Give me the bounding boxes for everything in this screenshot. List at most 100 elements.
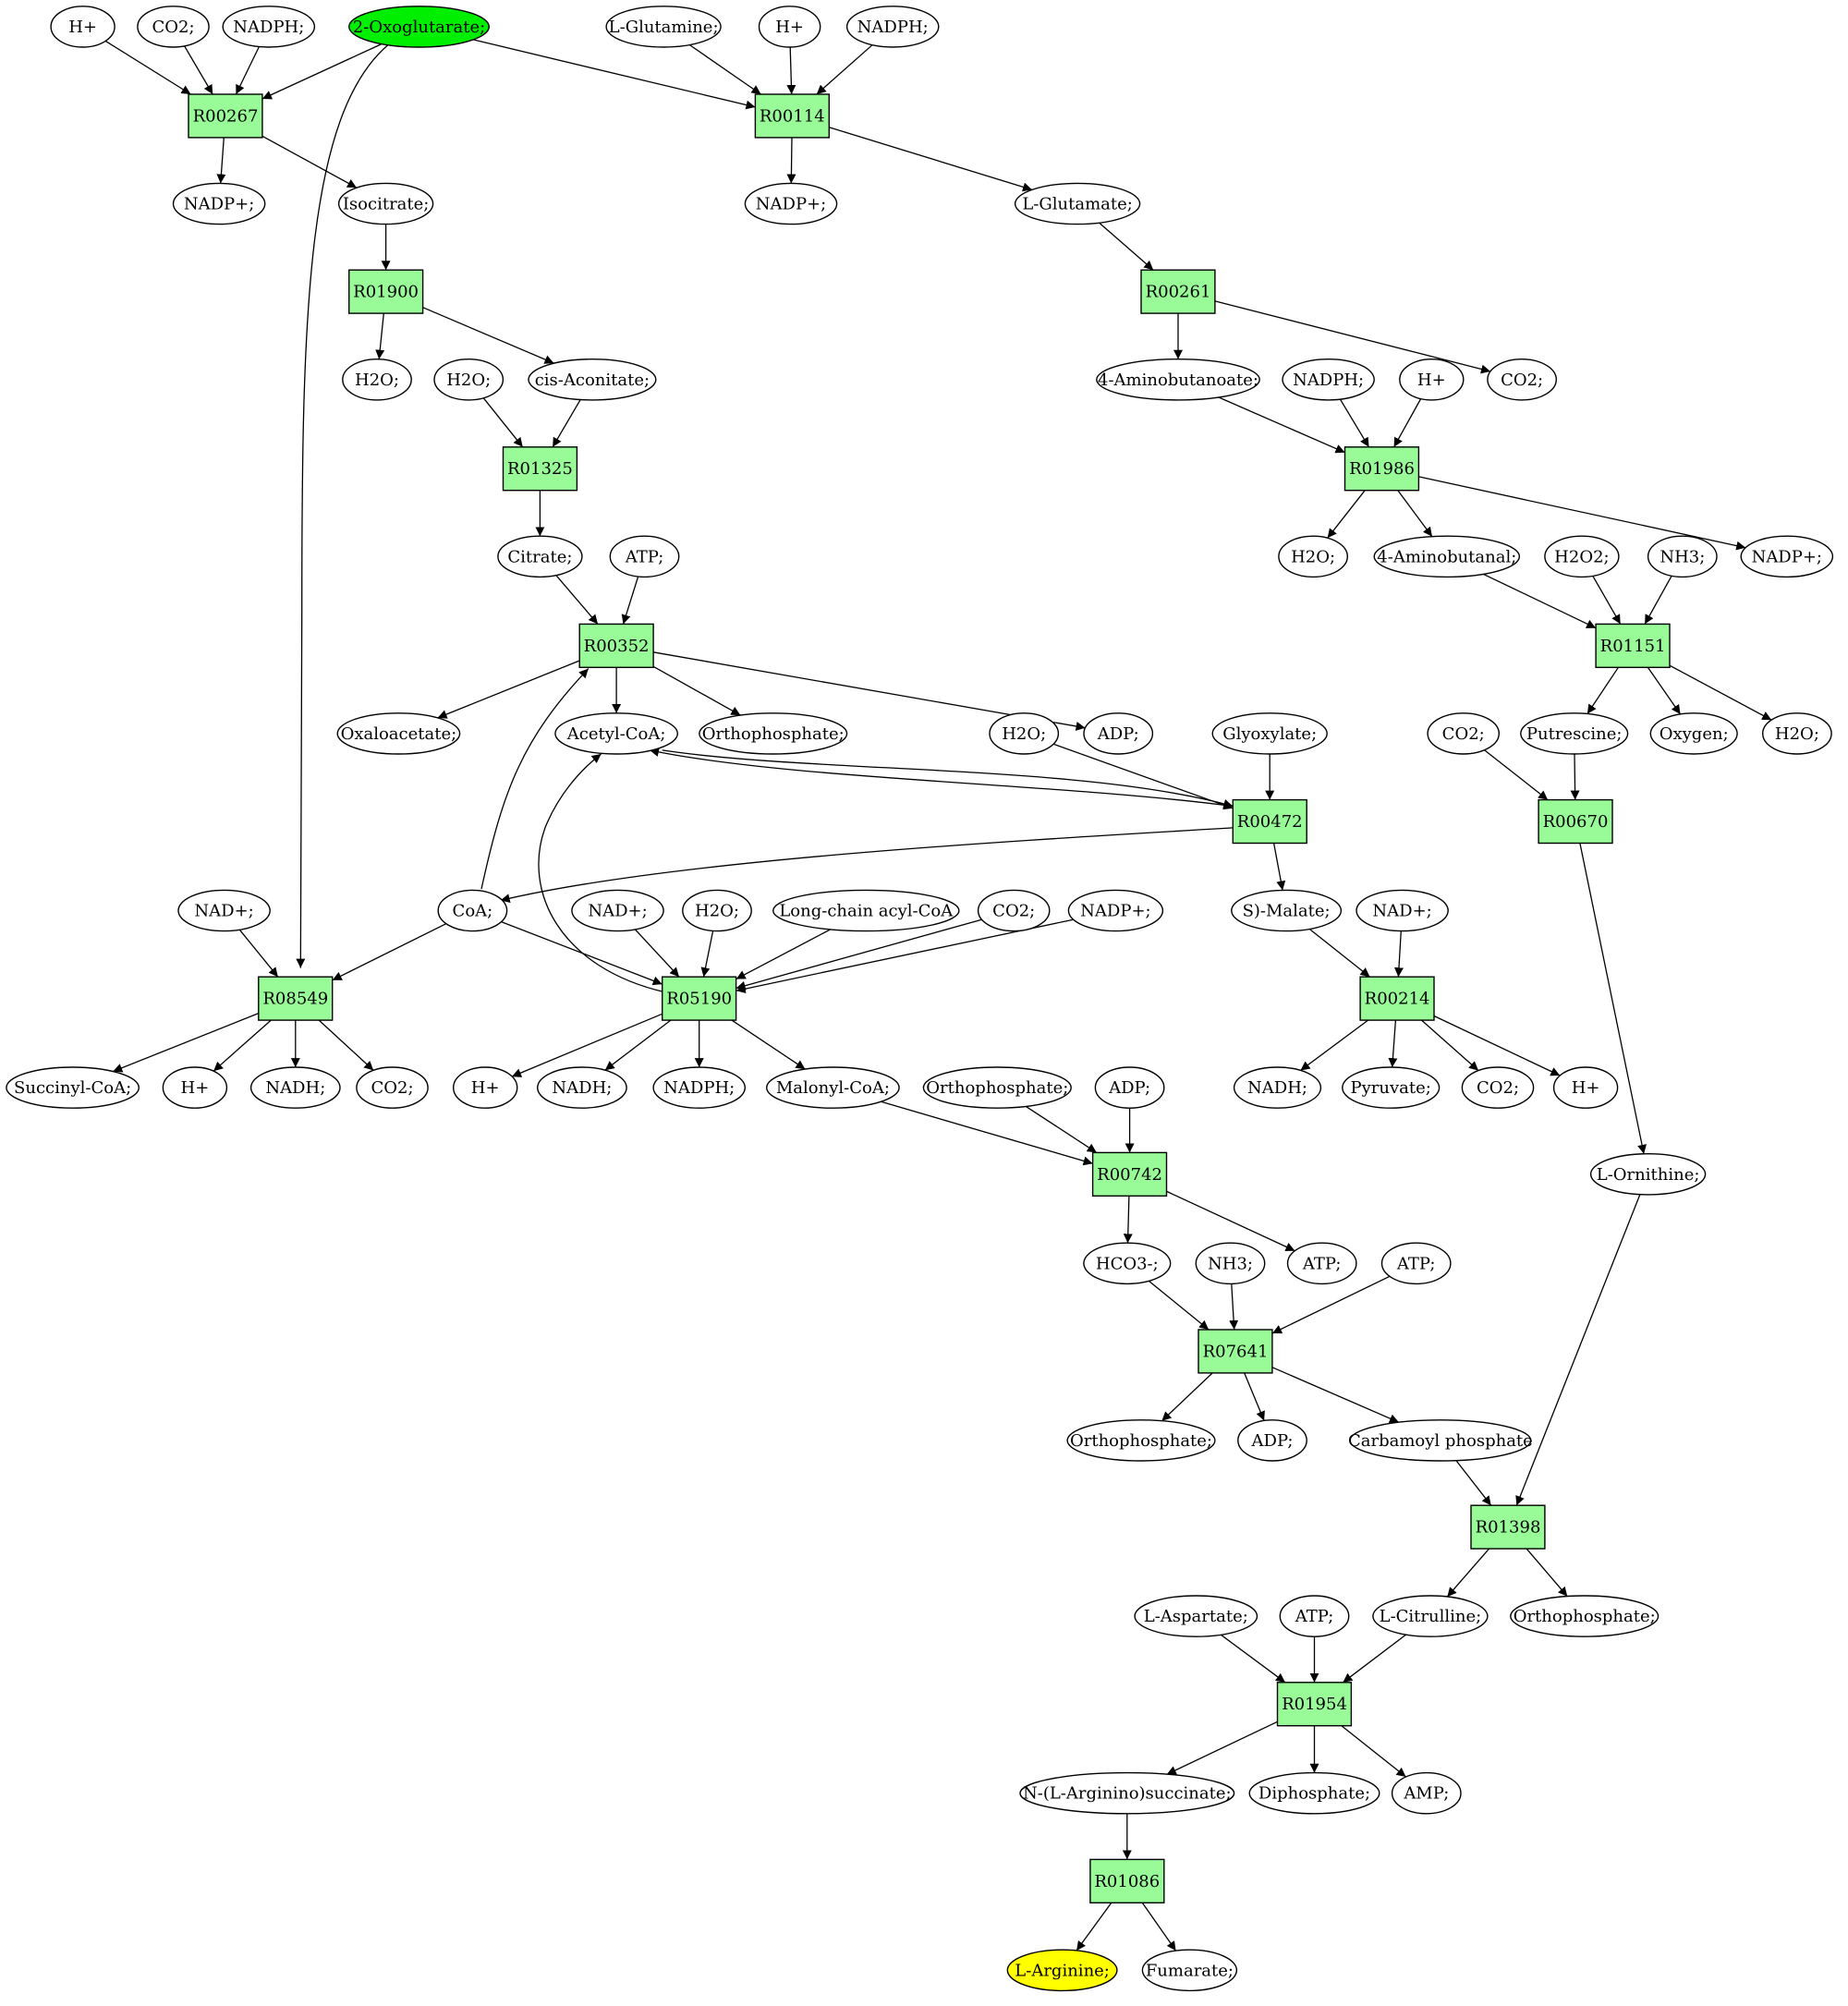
edge-m17-to-r6	[1393, 398, 1422, 448]
compound-ellipse	[1286, 1242, 1357, 1285]
edge-m33-to-r10	[1570, 753, 1580, 800]
compound-ellipse	[1083, 712, 1154, 755]
compound-node-nad: NAD+;	[571, 889, 664, 932]
node-label: Malonyl-CoA;	[776, 1078, 890, 1098]
edge-r15-to-m64	[1161, 1372, 1213, 1422]
node-label: H+	[68, 18, 97, 37]
node-label: Fumarate;	[1146, 1961, 1234, 1980]
edge-r16-to-m70	[1526, 1548, 1568, 1598]
compound-ellipse	[50, 6, 116, 48]
node-label: Orthophosphate;	[1070, 1431, 1212, 1451]
node-label: HCO3-;	[1096, 1254, 1159, 1273]
compound-node-h2o: H2O;	[1762, 712, 1832, 755]
node-label: R01900	[353, 283, 419, 302]
node-label: Pyruvate;	[1351, 1078, 1431, 1098]
node-label: Long-chain acyl-CoA	[779, 902, 954, 921]
edges-layer	[104, 39, 1772, 1951]
edge-m37-to-r7	[480, 668, 590, 890]
edge-r9-to-m37	[500, 827, 1234, 904]
node-label: CO2;	[371, 1078, 413, 1098]
compound-ellipse	[1372, 1595, 1489, 1637]
node-label: Oxaloacetate;	[341, 724, 457, 744]
compound-ellipse	[1094, 1066, 1165, 1109]
reaction-box	[662, 976, 737, 1021]
node-label: CO2;	[1442, 724, 1485, 744]
compound-ellipse	[1195, 1242, 1266, 1285]
edge-r1-to-m9	[261, 135, 358, 188]
compound-node-nad: NAD+;	[177, 889, 271, 932]
node-label: NADH;	[265, 1078, 325, 1098]
compound-ellipse	[437, 889, 508, 932]
edge-m4-to-r1	[261, 43, 383, 100]
edge-m38-to-r12	[634, 929, 680, 978]
edge-m39-to-r12	[700, 930, 714, 978]
compound-node-carbamoyl-phosphate: Carbamoyl phosphate	[1348, 1419, 1533, 1462]
compound-node-fumarate: Fumarate;	[1141, 1949, 1238, 1992]
compound-ellipse	[1740, 535, 1834, 578]
reaction-box	[1343, 446, 1420, 492]
edge-r18-to-m75	[1141, 1902, 1177, 1951]
compound-ellipse	[682, 889, 752, 932]
node-label: L-Glutamine;	[609, 18, 719, 37]
edge-r6-to-m21	[1327, 490, 1366, 539]
edge-r18-to-m74	[1076, 1902, 1112, 1951]
edge-m24-to-r8	[1644, 575, 1672, 625]
node-label: NAD+;	[194, 902, 253, 921]
node-label: NADP+;	[184, 195, 254, 214]
compound-ellipse	[1356, 889, 1449, 932]
node-label: ADP;	[1108, 1078, 1150, 1098]
reaction-node-r00267: R00267	[188, 93, 263, 139]
compound-node-co2: CO2;	[1427, 712, 1500, 755]
node-label: H2O;	[1775, 724, 1819, 744]
node-label: L-Citrulline;	[1380, 1607, 1482, 1626]
compound-node-atp: ATP;	[1380, 1242, 1452, 1285]
node-label: Diphosphate;	[1258, 1784, 1370, 1804]
compound-ellipse	[172, 182, 266, 225]
edge-r8-to-m35	[1669, 664, 1772, 721]
edge-r1-to-m8	[216, 137, 226, 184]
edge-m66-to-r16	[1455, 1460, 1492, 1506]
edge-r12-to-m50	[604, 1019, 672, 1071]
node-label: 2-Oxoglutarate;	[353, 18, 485, 37]
compound-ellipse	[177, 889, 271, 932]
compound-ellipse	[222, 6, 316, 48]
node-label: NADPH;	[1293, 371, 1364, 390]
node-label: Putrescine;	[1526, 724, 1623, 744]
edge-m22-to-r8	[1483, 573, 1597, 629]
edge-r2-to-m11	[829, 127, 1033, 192]
node-label: 4-Aminobutanoate;	[1098, 371, 1258, 390]
reaction-box	[348, 269, 424, 314]
node-label: R00472	[1237, 812, 1303, 832]
reaction-box	[754, 93, 831, 139]
compound-ellipse	[699, 712, 848, 755]
compound-ellipse	[1399, 358, 1465, 401]
reaction-box	[502, 446, 578, 492]
node-label: H2O;	[446, 371, 491, 390]
compound-node-nadp: NADP+;	[1067, 889, 1164, 932]
node-label: H+	[1417, 371, 1446, 390]
compound-node-h: H+	[1552, 1066, 1619, 1109]
node-label: NADH;	[1247, 1078, 1307, 1098]
node-label: CO2;	[1477, 1078, 1519, 1098]
edge-m60-to-r15	[1148, 1280, 1210, 1331]
reaction-node-r01151: R01151	[1595, 623, 1671, 669]
nodes-layer: H+ CO2; NADPH; 2-Oxoglutarate; L-Glutamine; H…	[6, 6, 1834, 1992]
reaction-node-r08549: R08549	[258, 976, 334, 1021]
compound-ellipse	[453, 1066, 518, 1109]
compound-node-nh3: NH3;	[1647, 535, 1718, 578]
compound-ellipse	[1279, 1595, 1350, 1637]
compound-node-co2: CO2;	[1487, 358, 1558, 401]
reaction-box	[1091, 1151, 1168, 1198]
edge-r13-to-m55	[1300, 1019, 1368, 1072]
reaction-node-r01900: R01900	[348, 269, 424, 314]
compound-ellipse	[1544, 535, 1620, 578]
node-label: R01325	[507, 459, 573, 479]
compound-node-orthophosphate: Orthophosphate;	[922, 1066, 1072, 1109]
node-label: ADP;	[1097, 724, 1139, 744]
edge-m67-to-r17	[1221, 1634, 1286, 1684]
node-label: H+	[181, 1078, 210, 1098]
reaction-node-r00670: R00670	[1538, 798, 1613, 845]
node-label: Glyoxylate;	[1222, 724, 1317, 744]
edge-m37-to-r11	[332, 923, 447, 981]
node-label: NADP+;	[756, 195, 826, 214]
